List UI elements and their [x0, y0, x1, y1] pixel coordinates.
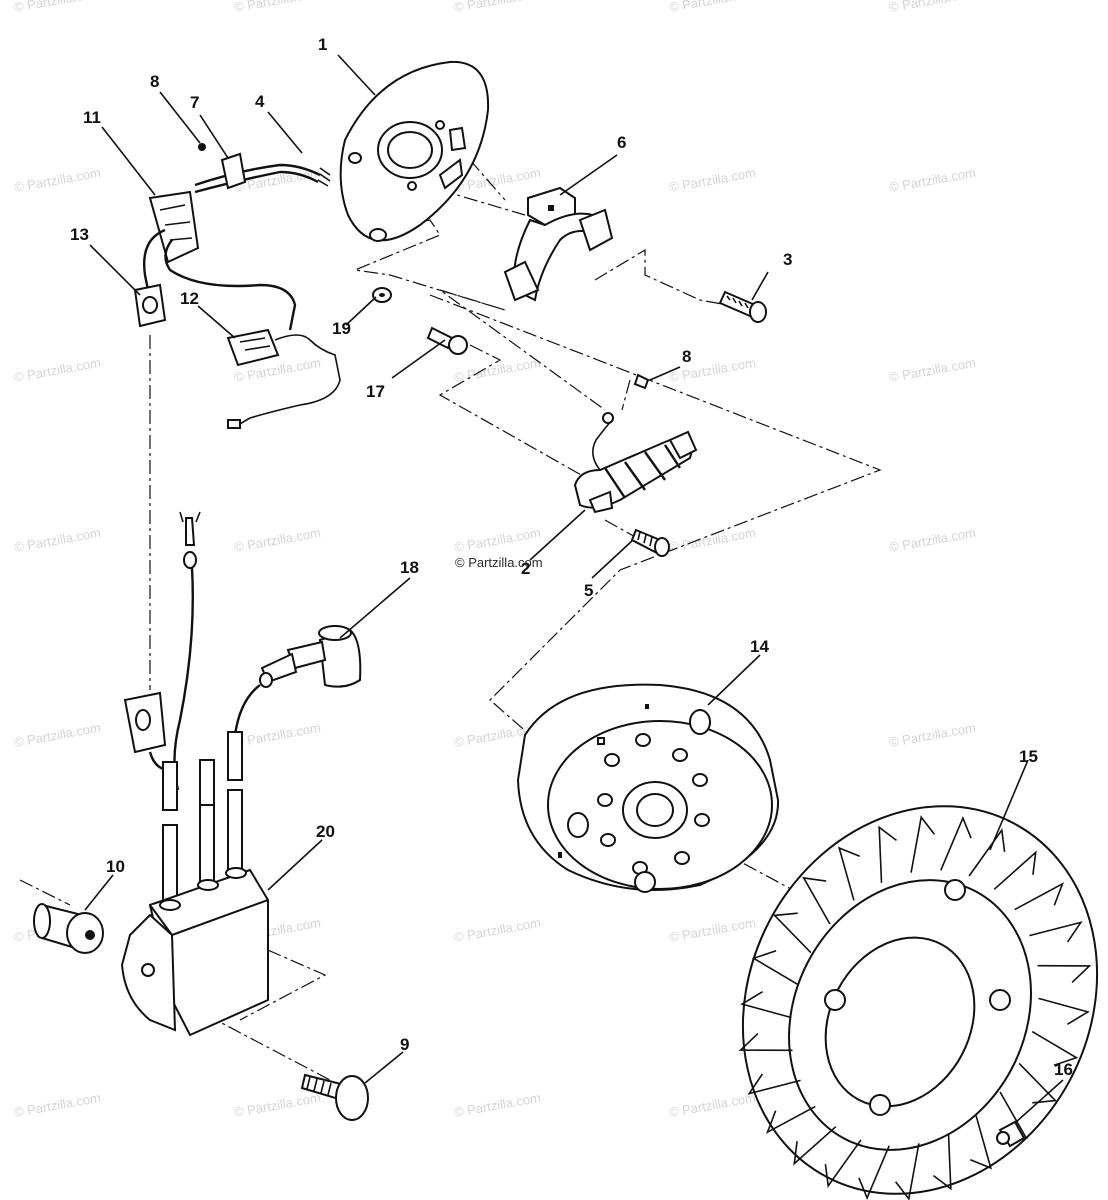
screw-3	[718, 290, 767, 323]
watermark-text: © Partzilla.com	[888, 165, 977, 195]
watermark-text: © Partzilla.com	[453, 525, 542, 555]
stator-plate	[339, 60, 490, 242]
fan-fin	[858, 1145, 890, 1200]
callout-9: 9	[400, 1035, 409, 1054]
screw-17	[426, 326, 468, 355]
watermark-text: © Partzilla.com	[888, 720, 977, 750]
spark-plug-cap	[233, 625, 362, 736]
watermark-text: © Partzilla.com	[13, 1090, 102, 1120]
fan-fin	[1029, 921, 1083, 943]
callout-15: 15	[1019, 747, 1038, 766]
watermark-text: © Partzilla.com	[888, 0, 977, 15]
callout-13: 13	[70, 225, 89, 244]
fan-fin	[993, 850, 1037, 890]
pickup-bracket	[503, 186, 614, 302]
watermark-text: © Partzilla.com	[13, 0, 102, 15]
callout-14: 14	[750, 637, 769, 656]
watermark-text: © Partzilla.com	[668, 165, 757, 195]
watermark-text: © Partzilla.com	[233, 525, 322, 555]
wiring-harness	[133, 143, 341, 429]
watermark-center: © Partzilla.com	[455, 555, 543, 570]
kill-wire	[123, 511, 201, 791]
fan-fin	[1037, 964, 1092, 983]
cooling-fan	[738, 805, 1099, 1200]
fan-fin	[1031, 1030, 1079, 1066]
ignition-coil	[120, 731, 269, 1037]
fan-fin	[747, 1073, 801, 1095]
fan-fin	[910, 815, 936, 873]
screw-5	[630, 528, 670, 557]
fan-fin	[894, 1143, 920, 1200]
callouts: 1 2 3 4 5 6 7 8 8 9 10 11 12 13 14 15 16…	[70, 35, 1073, 1079]
callout-19: 19	[332, 319, 351, 338]
fan-fin	[765, 1105, 816, 1134]
fan-fin	[940, 816, 972, 871]
fan-fin	[793, 1126, 837, 1166]
leader-lines	[84, 54, 1064, 1124]
fan-fin	[933, 1133, 952, 1191]
fan-fin	[968, 827, 1006, 877]
watermark-text: © Partzilla.com	[233, 720, 322, 750]
fan-fin	[802, 876, 831, 925]
flywheel	[516, 683, 780, 893]
callout-10: 10	[106, 857, 125, 876]
fan-fin	[878, 825, 897, 883]
fan-fins	[738, 815, 1092, 1200]
fan-fin	[740, 991, 792, 1019]
watermark-text: © Partzilla.com	[453, 0, 542, 15]
callout-16: 16	[1054, 1060, 1073, 1079]
fan-fin	[1038, 997, 1090, 1025]
watermark-text: © Partzilla.com	[453, 915, 542, 945]
fan-fin	[772, 912, 812, 954]
fan-fin	[837, 846, 861, 901]
lighting-coil	[573, 412, 698, 514]
callout-8-lower: 8	[682, 347, 691, 366]
callout-17: 17	[366, 382, 385, 401]
screw-8-lower	[633, 373, 650, 390]
fan-fin	[1018, 1062, 1058, 1104]
callout-7: 7	[190, 93, 199, 112]
watermark-text: © Partzilla.com	[888, 525, 977, 555]
callout-2: 2	[521, 559, 530, 578]
flywheel-holes	[567, 709, 711, 893]
watermark-text: © Partzilla.com	[13, 165, 102, 195]
callout-3: 3	[783, 250, 792, 269]
watermark-text: © Partzilla.com	[668, 915, 757, 945]
fan-fin	[1014, 882, 1065, 911]
callout-5: 5	[584, 581, 593, 600]
callout-12: 12	[180, 289, 199, 308]
callout-18: 18	[400, 558, 419, 577]
nut-16	[996, 1120, 1026, 1148]
watermark-text: © Partzilla.com	[453, 1090, 542, 1120]
watermark-text: © Partzilla.com	[453, 355, 542, 385]
bolt-9	[300, 1073, 369, 1121]
callout-4: 4	[255, 92, 265, 111]
watermark-text: © Partzilla.com	[13, 525, 102, 555]
washer-19	[372, 287, 392, 303]
watermark-text: © Partzilla.com	[233, 0, 322, 15]
watermark-text: © Partzilla.com	[13, 355, 102, 385]
callout-6: 6	[617, 133, 626, 152]
callout-8-upper: 8	[150, 72, 159, 91]
callout-20: 20	[316, 822, 335, 841]
watermark-text: © Partzilla.com	[13, 720, 102, 750]
watermark-text: © Partzilla.com	[668, 1090, 757, 1120]
callout-1: 1	[318, 35, 327, 54]
callout-11: 11	[83, 108, 101, 127]
watermark-text: © Partzilla.com	[668, 525, 757, 555]
watermark-text: © Partzilla.com	[888, 355, 977, 385]
fan-fin	[751, 950, 799, 986]
watermark-text: © Partzilla.com	[668, 0, 757, 15]
spacer-10	[33, 903, 104, 954]
fan-fin	[824, 1139, 862, 1189]
watermark-text: © Partzilla.com	[233, 1090, 322, 1120]
fan-fin	[738, 1033, 793, 1052]
fan-fin	[969, 1115, 993, 1170]
